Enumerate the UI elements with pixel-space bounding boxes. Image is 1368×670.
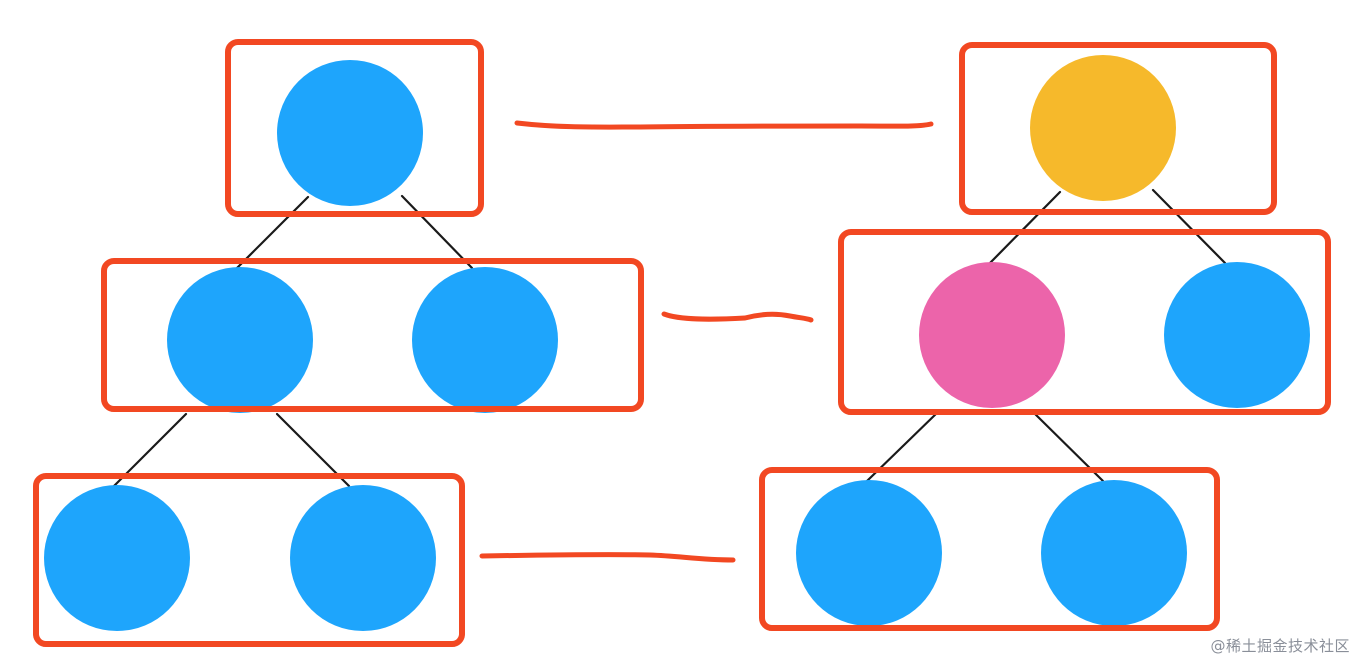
right-level2-frame: [838, 229, 1331, 415]
edge: [1151, 188, 1227, 265]
left-level1-frame: [225, 39, 484, 217]
edge: [400, 194, 474, 270]
left-level2-node-left: [167, 267, 313, 413]
connector-level-2: [661, 311, 814, 323]
level-connectors: [479, 120, 934, 563]
left-level3-node-right: [290, 485, 436, 631]
right-level1-frame: [959, 42, 1277, 215]
right-level2-node-right: [1164, 262, 1310, 408]
left-level3-frame: [33, 473, 465, 647]
right-root-node: [1030, 55, 1176, 201]
connector-level-3: [479, 552, 736, 563]
connector-level-1: [514, 120, 934, 130]
watermark-text: @稀土掘金技术社区: [1210, 637, 1350, 655]
right-tree: [759, 42, 1331, 631]
left-root-node: [277, 60, 423, 206]
edge: [988, 190, 1062, 265]
right-level3-node-right: [1041, 480, 1187, 626]
left-level2-frame: [101, 258, 644, 412]
right-level2-node-left: [919, 262, 1065, 408]
right-level3-frame: [759, 467, 1220, 631]
right-level3-node-left: [796, 480, 942, 626]
left-tree: [33, 39, 644, 647]
left-level3-node-left: [44, 485, 190, 631]
edge: [235, 195, 310, 270]
left-level2-node-right: [412, 267, 558, 413]
